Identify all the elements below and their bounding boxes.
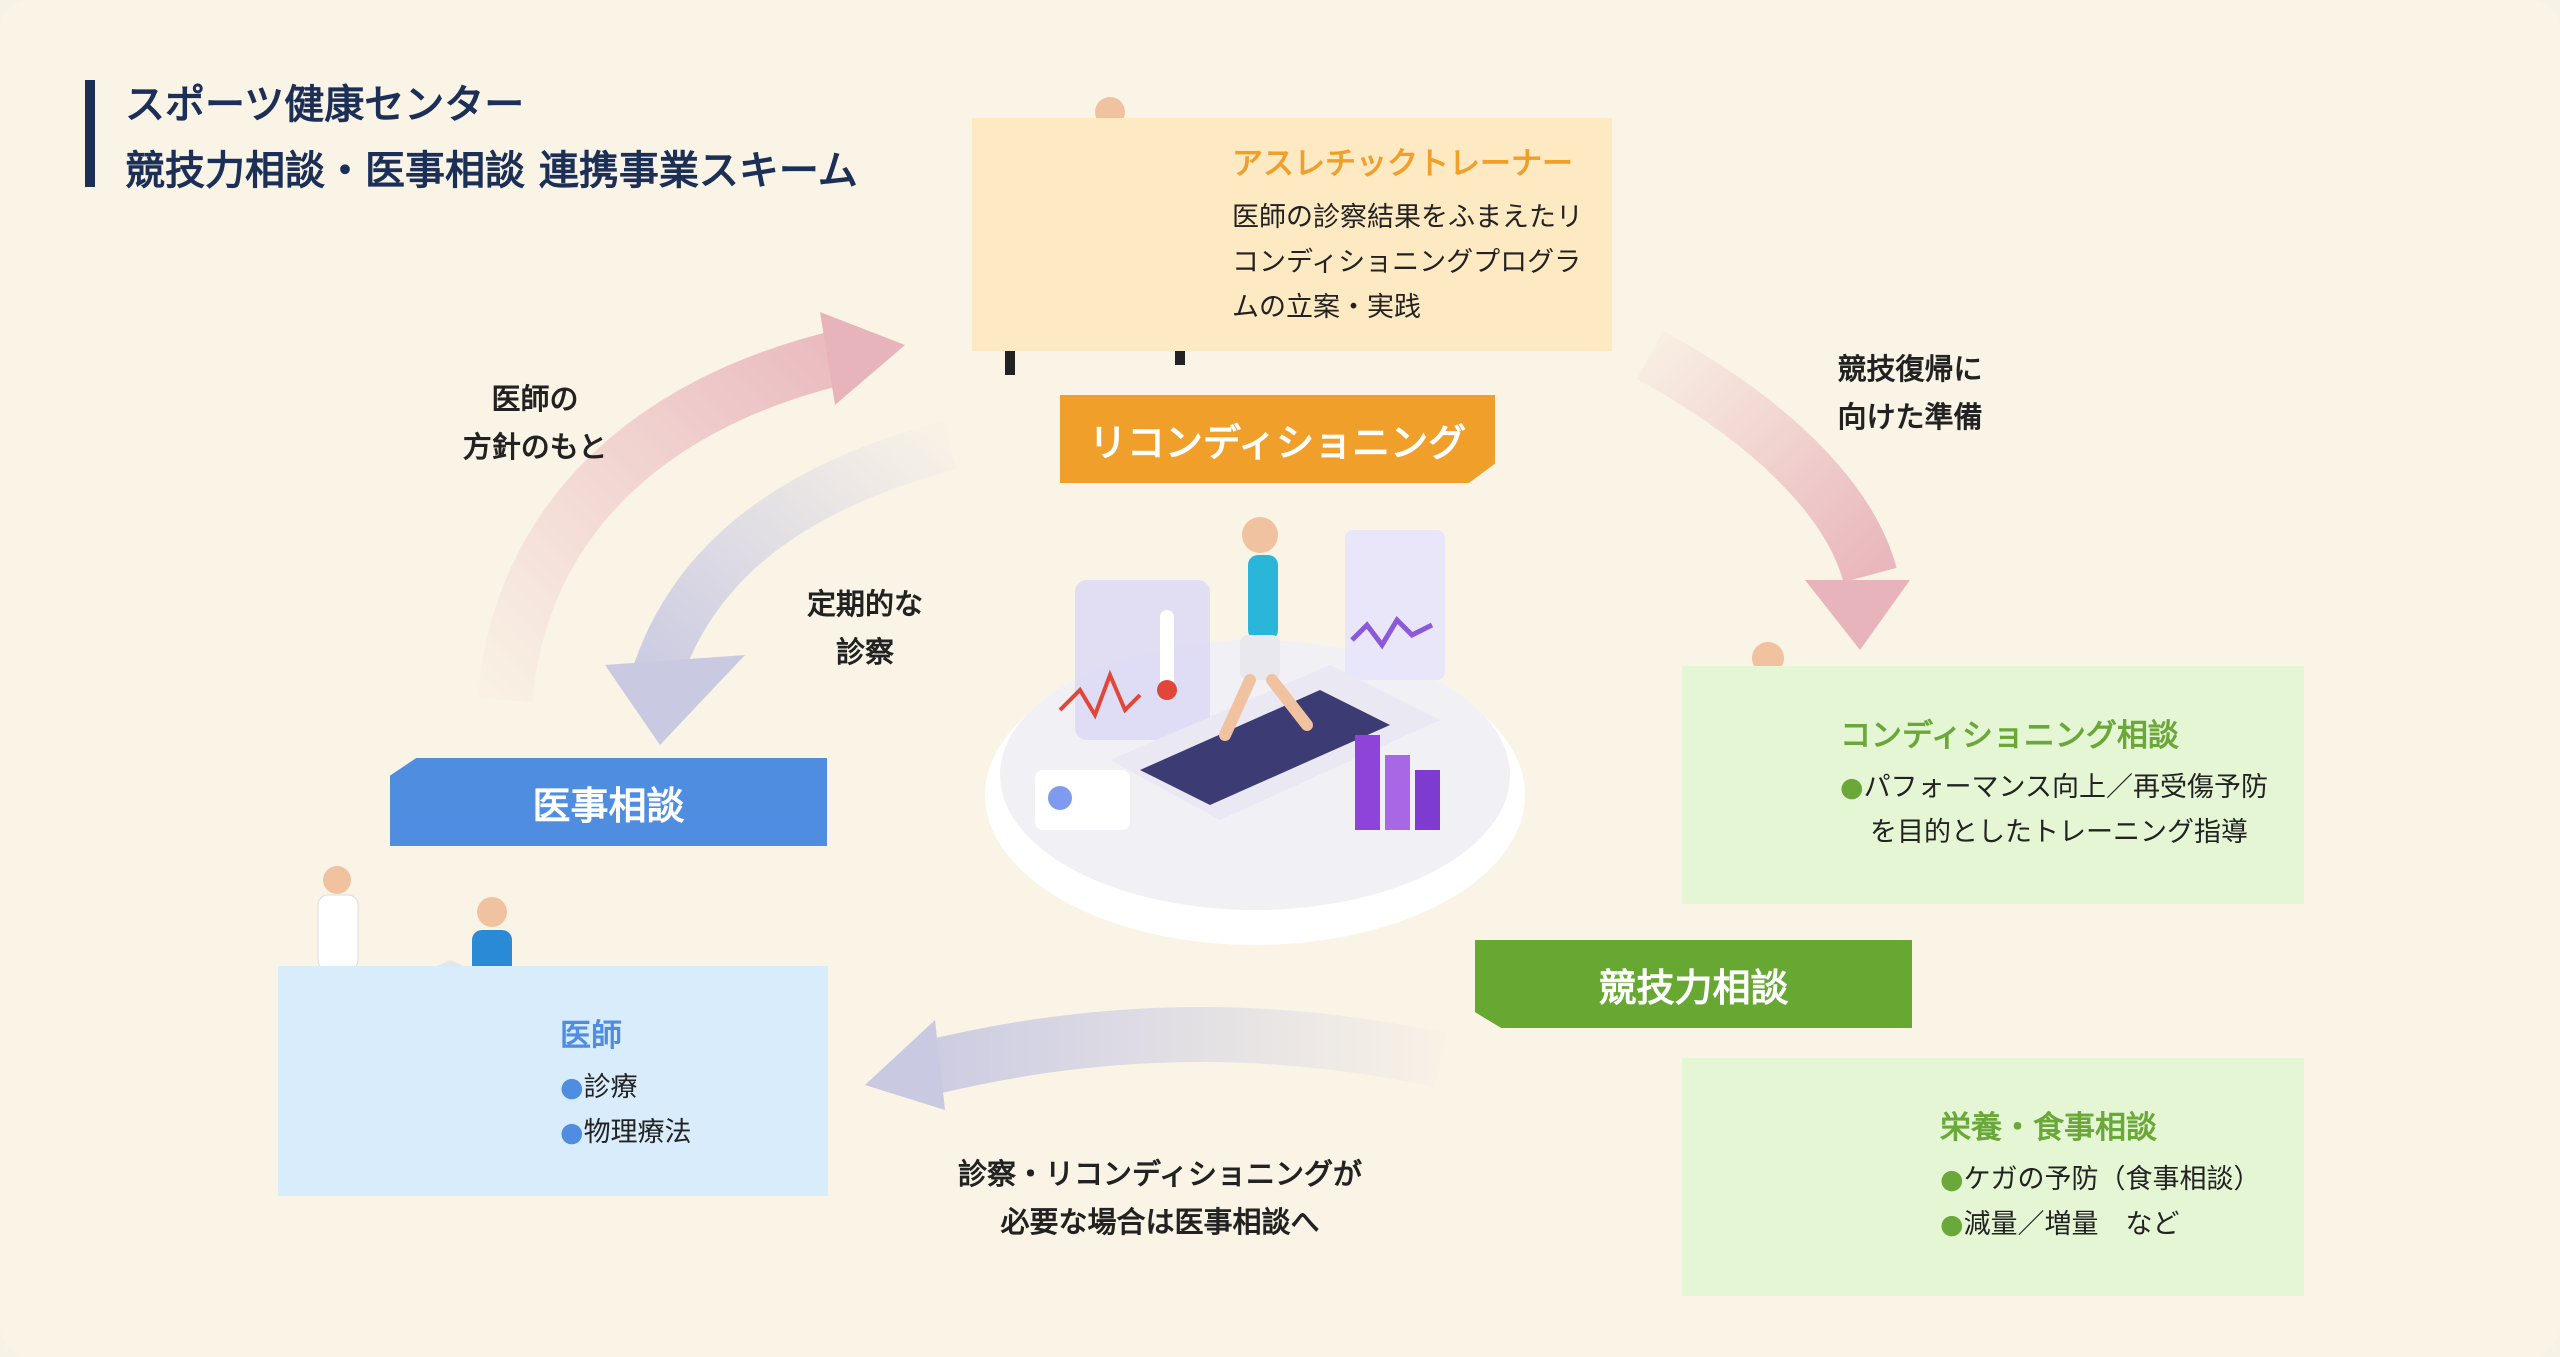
title-accent-bar (85, 80, 95, 187)
title-line-1: スポーツ健康センター (125, 82, 525, 128)
title-line-2: 競技力相談・医事相談 連携事業スキーム (125, 148, 858, 194)
arrow-periodic (631, 420, 957, 688)
nutrition-content: 栄養・食事相談 ●ケガの予防（食事相談） ●減量／増量 など (1940, 1102, 2261, 1247)
doctor-list: ●診療 ●物理療法 (560, 1065, 692, 1155)
conditioning-heading: コンディショニング相談 (1840, 718, 2179, 754)
nutrition-heading: 栄養・食事相談 (1940, 1110, 2157, 1146)
trainer-content: アスレチックトレーナー 医師の診察結果をふまえたリ コンディショニングプログラ … (1232, 138, 1583, 330)
arrow-policy (477, 328, 857, 703)
bullet-icon: ● (560, 1072, 584, 1103)
trainer-heading: アスレチックトレーナー (1232, 146, 1573, 182)
doctor-box (278, 966, 828, 1196)
nutrition-box (1682, 1058, 2304, 1296)
treadmill-runner-icon (985, 517, 1525, 945)
bullet-icon: ● (560, 1117, 584, 1148)
nutrition-list: ●ケガの予防（食事相談） ●減量／増量 など (1940, 1157, 2261, 1247)
conditioning-box (1682, 666, 2304, 904)
arrow-bottom-head (865, 1020, 945, 1110)
trainer-box (972, 118, 1612, 351)
trainer-line-1: 医師の診察結果をふまえたリ (1232, 202, 1583, 233)
conditioning-line-1: パフォーマンス向上／再受傷予防 (1863, 772, 2269, 803)
doctor-item-2: 物理療法 (583, 1117, 692, 1148)
arrow-periodic-head (605, 655, 745, 745)
trainer-line-3: ムの立案・実践 (1232, 292, 1421, 323)
trainer-description: 医師の診察結果をふまえたリ コンディショニングプログラ ムの立案・実践 (1232, 195, 1583, 330)
conditioning-description: ●パフォーマンス向上／再受傷予防 を目的としたトレーニング指導 (1840, 765, 2268, 855)
arrow-return (1636, 330, 1897, 583)
doctor-heading: 医師 (560, 1018, 622, 1054)
nutrition-item-2: 減量／増量 など (1963, 1209, 2180, 1240)
trainer-line-2: コンディショニングプログラ (1232, 247, 1582, 278)
bullet-icon: ● (1940, 1164, 1964, 1195)
bullet-icon: ● (1940, 1209, 1964, 1240)
caption-policy: 医師の 方針のもと (462, 382, 608, 464)
medical-label: 医事相談 (390, 758, 827, 846)
recon-label: リコンディショニング (1060, 395, 1495, 483)
conditioning-line-2: を目的としたトレーニング指導 (1870, 817, 2248, 848)
caption-periodic: 定期的な 診察 (806, 587, 923, 669)
conditioning-content: コンディショニング相談 ●パフォーマンス向上／再受傷予防 を目的としたトレーニン… (1840, 710, 2268, 855)
arrow-bottom (913, 1007, 1446, 1097)
nutrition-item-1: ケガの予防（食事相談） (1963, 1164, 2261, 1195)
bullet-icon: ● (1840, 772, 1864, 803)
doctor-item-1: 診療 (583, 1072, 638, 1103)
doctor-content: 医師 ●診療 ●物理療法 (560, 1010, 692, 1155)
caption-bottom: 診察・リコンディショニングが 必要な場合は医事相談へ (958, 1157, 1362, 1239)
arrow-return-head (1805, 580, 1910, 650)
competition-label: 競技力相談 (1475, 940, 1912, 1028)
page-title: スポーツ健康センター 競技力相談・医事相談 連携事業スキーム (125, 72, 858, 204)
arrow-policy-head (820, 312, 905, 405)
caption-return: 競技復帰に 向けた準備 (1837, 352, 1983, 434)
